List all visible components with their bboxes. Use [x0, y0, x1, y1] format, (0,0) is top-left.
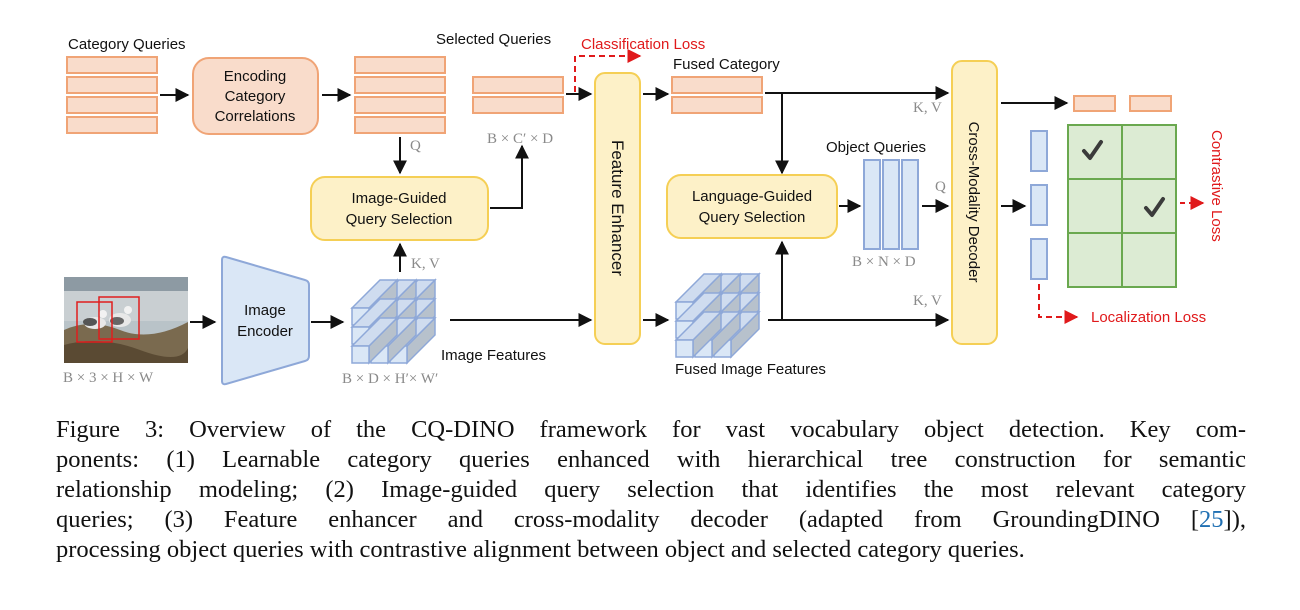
language-guided-box-line: Language-Guided — [692, 188, 812, 205]
caption-line: processing object queries with contrasti… — [56, 536, 1025, 563]
q-label-decoder: Q — [935, 179, 946, 195]
gull-head — [124, 306, 132, 314]
gull-wing — [110, 317, 124, 325]
selected-shape: B × C′ × D — [487, 131, 553, 147]
category-query-bar — [66, 96, 158, 114]
encoded-query-bar — [354, 96, 446, 114]
encoded-query-bar — [354, 56, 446, 74]
encoded-query-bar — [354, 76, 446, 94]
object-query-bar — [882, 159, 900, 250]
classification-loss-arrow — [574, 49, 642, 92]
fused-image-features-cube — [674, 272, 761, 359]
matrix-cell — [1121, 232, 1177, 288]
contrastive-loss-label: Contrastive Loss — [1208, 130, 1225, 242]
image-shape: B × 3 × H × W — [63, 370, 154, 386]
citation-link[interactable]: 25 — [1199, 506, 1224, 533]
caption-line: Figure 3: Overview of the CQ-DINO framew… — [56, 416, 1246, 443]
encoding-box-line: Category — [225, 88, 286, 105]
image-guided-query-selection-box: Image-Guided Query Selection — [310, 176, 489, 241]
language-guided-box-line: Query Selection — [699, 209, 806, 226]
image-rocks-dark — [64, 341, 188, 363]
gull-wing — [83, 318, 97, 326]
kv-label: K, V — [411, 256, 440, 272]
output-category-bar — [1073, 95, 1116, 112]
localization-loss-arrow — [1038, 284, 1079, 324]
object-queries-stack — [863, 159, 919, 250]
encoding-box-line: Encoding — [224, 68, 287, 85]
encoding-box-line: Correlations — [215, 108, 296, 125]
category-query-bar — [66, 56, 158, 74]
selected-queries-label: Selected Queries — [436, 31, 551, 48]
caption-line: relationship modeling; (2) Image-guided … — [56, 476, 1246, 503]
kv-label-top: K, V — [913, 100, 942, 116]
object-shape: B × N × D — [852, 254, 916, 270]
object-queries-label: Object Queries — [826, 139, 926, 156]
category-queries-label: Category Queries — [68, 36, 186, 53]
image-encoder-line: Encoder — [237, 323, 293, 340]
fused-category-bar — [671, 96, 763, 114]
matrix-cell — [1067, 178, 1123, 234]
fused-category-stack — [671, 76, 763, 114]
caption-line: ponents: (1) Learnable category queries … — [56, 446, 1246, 473]
fused-category-label: Fused Category — [673, 56, 780, 73]
matrix-cell — [1121, 178, 1177, 234]
check-icon — [1144, 197, 1165, 217]
image-water-far — [64, 277, 188, 291]
cross-modality-decoder-box: Cross-Modality Decoder — [951, 60, 998, 345]
cube-front-face — [675, 339, 694, 358]
image-features-cube — [350, 278, 437, 365]
classification-loss-label: Classification Loss — [581, 36, 705, 53]
image-guided-box-line: Query Selection — [346, 211, 453, 228]
arrow-to-selected — [490, 144, 529, 209]
selected-query-bar — [472, 76, 564, 94]
encoded-query-bar — [354, 116, 446, 134]
framework-diagram: Category Queries Encoding Category Corre… — [63, 31, 1225, 387]
image-encoder-line: Image — [244, 302, 286, 319]
input-image — [64, 277, 188, 363]
bbox — [76, 301, 113, 343]
check-icon — [1082, 140, 1103, 160]
category-query-bar — [66, 116, 158, 134]
output-object-bar — [1030, 238, 1048, 280]
caption-text: queries; (3) Feature enhancer and cross-… — [56, 506, 1200, 533]
selected-queries-stack — [472, 76, 564, 114]
feature-enhancer-box: Feature Enhancer — [594, 72, 641, 345]
object-query-bar — [901, 159, 919, 250]
caption-text: ]), — [1223, 506, 1246, 533]
image-features-label: Image Features — [441, 347, 546, 364]
image-encoder-box: Image Encoder — [221, 255, 310, 386]
matrix-cell — [1121, 124, 1177, 180]
output-object-bar — [1030, 184, 1048, 226]
encoding-category-correlations-box: Encoding Category Correlations — [192, 57, 319, 135]
fused-image-features-label: Fused Image Features — [675, 361, 826, 378]
fused-category-bar — [671, 76, 763, 94]
language-guided-query-selection-box: Language-Guided Query Selection — [666, 174, 838, 239]
q-label: Q — [410, 138, 421, 154]
selected-query-bar — [472, 96, 564, 114]
caption-line: queries; (3) Feature enhancer and cross-… — [56, 505, 1246, 535]
bbox — [98, 296, 140, 340]
kv-label-bottom: K, V — [913, 293, 942, 309]
contrastive-matrix — [1067, 124, 1177, 288]
feature-enhancer-label: Feature Enhancer — [608, 140, 627, 276]
figure-caption: Figure 3: Overview of the CQ-DINO framew… — [56, 415, 1246, 565]
output-object-bar — [1030, 130, 1048, 172]
object-query-bar — [863, 159, 881, 250]
cross-modality-decoder-label: Cross-Modality Decoder — [965, 122, 982, 283]
gull-head — [99, 310, 107, 318]
encoded-queries-stack — [354, 56, 446, 134]
category-queries-stack — [66, 56, 158, 134]
image-guided-box-line: Image-Guided — [351, 190, 446, 207]
cube-front-face — [351, 345, 370, 364]
localization-loss-label: Localization Loss — [1091, 309, 1206, 326]
category-query-bar — [66, 76, 158, 94]
output-category-bar — [1129, 95, 1172, 112]
matrix-cell — [1067, 232, 1123, 288]
feature-shape: B × D × H′× W′ — [342, 371, 438, 387]
